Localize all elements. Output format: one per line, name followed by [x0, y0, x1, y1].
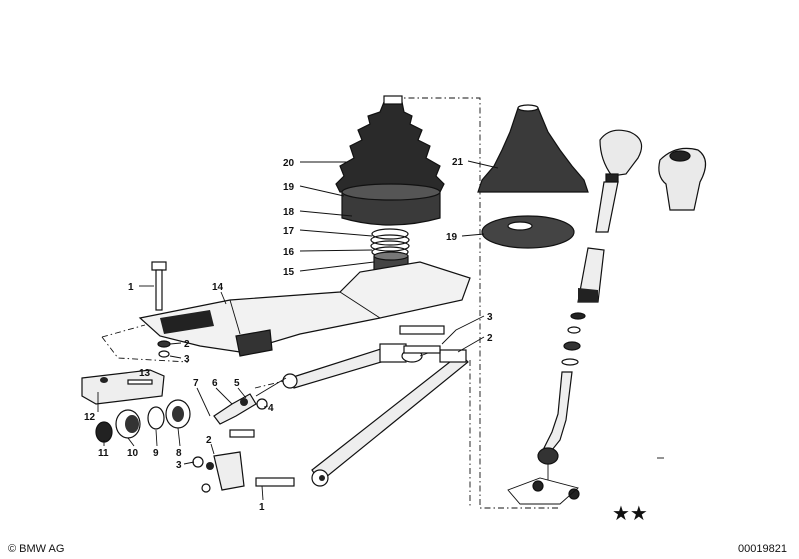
- callout-5: 5: [234, 378, 240, 389]
- callout-13: 13: [139, 368, 151, 379]
- callout-2-lower: 2: [206, 435, 212, 446]
- bracket-13: [81, 369, 165, 405]
- callout-10: 10: [127, 448, 139, 459]
- callout-2: 2: [184, 339, 190, 350]
- knob-alt: [658, 147, 707, 211]
- shift-boot-20: [335, 95, 445, 193]
- bushings-8-12: [95, 399, 191, 443]
- callout-12: 12: [84, 412, 96, 423]
- leader-lines: [97, 160, 499, 501]
- callout-19-right: 19: [446, 232, 458, 243]
- callout-labels: 20 19 18 17 16 15 21 19 14 1 2 3 13 12 1…: [84, 157, 493, 513]
- callout-19: 19: [283, 182, 295, 193]
- bolt-lower: [192, 429, 295, 493]
- linkage-4-7: [213, 377, 287, 425]
- callout-7: 7: [193, 378, 199, 389]
- callout-11: 11: [98, 448, 109, 459]
- callout-9: 9: [153, 448, 159, 459]
- shift-lever-upper: [577, 181, 619, 303]
- callout-16: 16: [283, 247, 295, 258]
- callout-17: 17: [283, 226, 295, 237]
- callout-21: 21: [452, 157, 464, 168]
- callout-3: 3: [184, 354, 190, 365]
- callout-3-lower: 3: [176, 460, 182, 471]
- shift-knob: [599, 129, 643, 183]
- callout-20: 20: [283, 158, 295, 169]
- selector-rod: [311, 349, 469, 487]
- shift-bracket-14: [138, 261, 471, 357]
- foam-ring-19: [341, 183, 441, 226]
- callout-8: 8: [176, 448, 182, 459]
- callout-6: 6: [212, 378, 218, 389]
- callout-18: 18: [283, 207, 295, 218]
- callout-14: 14: [212, 282, 224, 293]
- callout-15: 15: [283, 267, 295, 278]
- callout-3-right: 3: [487, 312, 493, 323]
- washers-2-3: [157, 340, 171, 358]
- bolt-1: [151, 261, 167, 311]
- lever-bushings: [561, 312, 586, 366]
- callout-4: 4: [268, 403, 274, 414]
- callout-1-lower: 1: [259, 502, 265, 513]
- stars-mark: ★★: [612, 501, 648, 525]
- bolts-right: [399, 325, 445, 354]
- callout-2-right: 2: [487, 333, 493, 344]
- spring-17-18: [370, 228, 410, 258]
- inner-boot-21: [477, 104, 589, 193]
- diagram-number: 00019821: [738, 543, 787, 555]
- shift-lever-lower: [507, 371, 580, 505]
- foam-ring-19-right: [481, 215, 575, 249]
- callout-1: 1: [128, 282, 134, 293]
- copyright-text: © BMW AG: [8, 543, 64, 555]
